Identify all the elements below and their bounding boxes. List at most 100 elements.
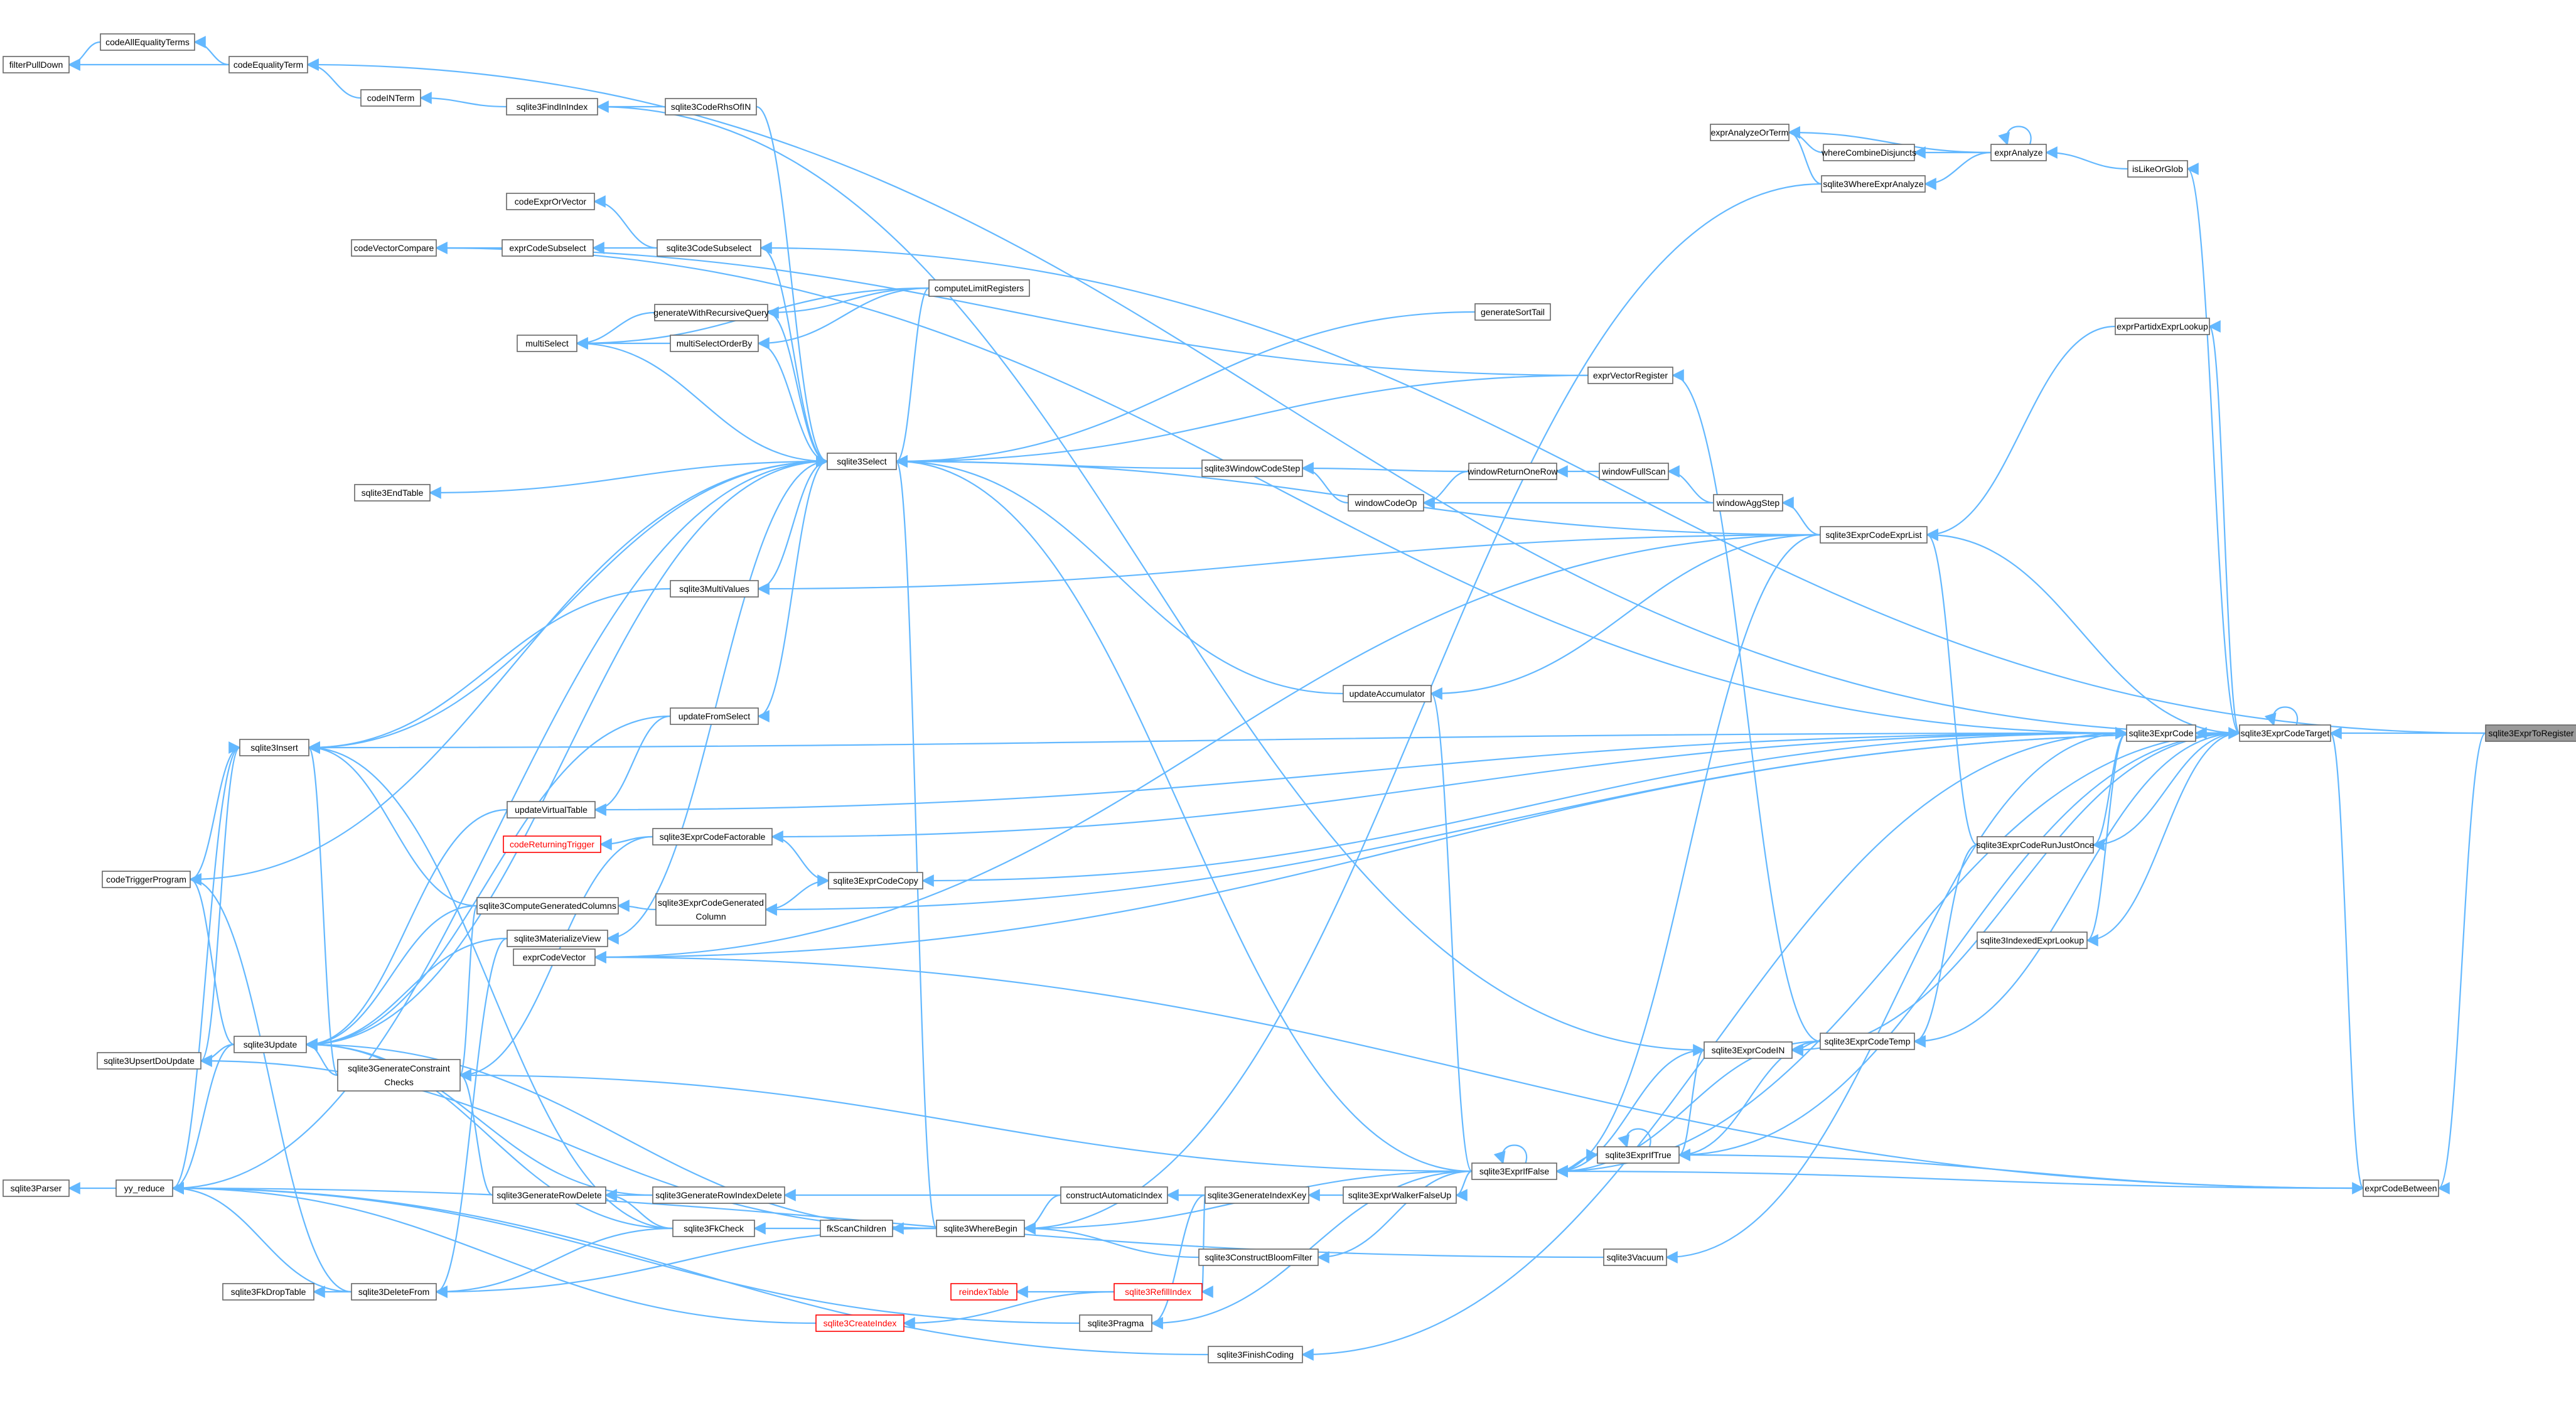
node-code-equality-term[interactable]: codeEqualityTerm (228, 56, 308, 73)
node-window-agg-step[interactable]: windowAggStep (1713, 494, 1783, 512)
node-sqlite3-create-index[interactable]: sqlite3CreateIndex (815, 1314, 904, 1332)
node-sqlite3-materialize-view[interactable]: sqlite3MaterializeView (507, 930, 608, 947)
node-sqlite3-expr-code-copy[interactable]: sqlite3ExprCodeCopy (828, 872, 923, 889)
node-construct-automatic-index[interactable]: constructAutomaticIndex (1060, 1186, 1168, 1204)
node-is-like-or-glob[interactable]: isLikeOrGlob (2127, 160, 2188, 178)
node-label: sqlite3DeleteFrom (358, 1287, 430, 1297)
edge-expr-code-between-to-sqlite3-expr-to-register (2437, 732, 2486, 1194)
edge-sqlite3-pragma-to-sqlite3-generate-index-key (1151, 1194, 1206, 1329)
node-multi-select-order-by[interactable]: multiSelectOrderBy (670, 335, 759, 352)
node-label: windowCodeOp (1355, 498, 1417, 508)
node-expr-code-vector[interactable]: exprCodeVector (513, 948, 596, 966)
node-code-interm[interactable]: codeINTerm (360, 89, 421, 107)
node-sqlite3-expr-code-factorable[interactable]: sqlite3ExprCodeFactorable (652, 828, 773, 846)
node-sqlite3-finish-coding[interactable]: sqlite3FinishCoding (1208, 1346, 1303, 1363)
node-update-virtual-table[interactable]: updateVirtualTable (507, 801, 596, 819)
edge-yy-reduce-to-sqlite3-update (171, 1043, 235, 1194)
node-label: exprCodeBetween (2364, 1183, 2437, 1193)
node-code-returning-trigger[interactable]: codeReturningTrigger (503, 835, 601, 853)
node-label: sqlite3WhereBegin (943, 1223, 1017, 1233)
node-box (1599, 463, 1669, 480)
node-label: computeLimitRegisters (935, 283, 1024, 293)
node-sqlite3-expr-walker-false-up[interactable]: sqlite3ExprWalkerFalseUp (1343, 1186, 1457, 1204)
node-sqlite3-where-begin[interactable]: sqlite3WhereBegin (936, 1220, 1025, 1237)
node-sqlite3-code-subselect[interactable]: sqlite3CodeSubselect (657, 239, 761, 257)
node-sqlite3-expr-if-true[interactable]: sqlite3ExprIfTrue (1597, 1146, 1680, 1164)
edge-sqlite3-expr-code-copy-to-sqlite3-expr-code (921, 732, 2127, 887)
node-sqlite3-fk-check[interactable]: sqlite3FkCheck (672, 1220, 755, 1237)
node-sqlite3-select[interactable]: sqlite3Select (827, 453, 897, 470)
edge-sqlite3-expr-if-false-to-sqlite3-expr-code-temp (1555, 1040, 1821, 1178)
node-label: sqlite3ExprIfFalse (1479, 1166, 1549, 1176)
node-expr-code-subselect[interactable]: exprCodeSubselect (502, 239, 594, 257)
node-window-full-scan[interactable]: windowFullScan (1599, 463, 1669, 480)
node-sqlite3-delete-from[interactable]: sqlite3DeleteFrom (351, 1283, 437, 1301)
node-code-vector-compare[interactable]: codeVectorCompare (351, 239, 437, 257)
node-sqlite3-upsert-do-update[interactable]: sqlite3UpsertDoUpdate (97, 1052, 201, 1070)
node-sqlite3-expr-code-target[interactable]: sqlite3ExprCodeTarget (2239, 724, 2331, 742)
node-sqlite3-find-in-index[interactable]: sqlite3FindInIndex (506, 98, 598, 115)
node-sqlite3-expr-if-false[interactable]: sqlite3ExprIfFalse (1471, 1162, 1557, 1180)
node-sqlite3-expr-code-in[interactable]: sqlite3ExprCodeIN (1704, 1041, 1793, 1059)
node-box (360, 89, 421, 107)
node-window-return-one-row[interactable]: windowReturnOneRow (1467, 463, 1558, 480)
node-code-trigger-program[interactable]: codeTriggerProgram (102, 871, 191, 888)
edge-sqlite3-expr-if-true-to-sqlite3-expr-code-target (1678, 732, 2240, 1161)
node-sqlite3-expr-code-run-just-once[interactable]: sqlite3ExprCodeRunJustOnce (1977, 836, 2095, 854)
edge-update-accumulator-to-sqlite3-expr-if-false (1430, 687, 1473, 1173)
node-expr-vector-register[interactable]: exprVectorRegister (1587, 367, 1673, 384)
node-box (1990, 144, 2047, 161)
node-sqlite3-construct-bloom-filter[interactable]: sqlite3ConstructBloomFilter (1198, 1248, 1319, 1266)
node-generate-sort-tail[interactable]: generateSortTail (1474, 303, 1551, 321)
edge-sqlite3-update-to-sqlite3-fk-check (305, 1038, 674, 1230)
node-sqlite3-generate-index-key[interactable]: sqlite3GenerateIndexKey (1205, 1186, 1309, 1204)
node-where-combine-disjuncts[interactable]: whereCombineDisjuncts (1821, 144, 1916, 161)
node-yy-reduce[interactable]: yy_reduce (115, 1179, 173, 1197)
node-box (1348, 494, 1424, 512)
node-update-accumulator[interactable]: updateAccumulator (1343, 685, 1432, 702)
node-sqlite3-expr-to-register[interactable]: sqlite3ExprToRegister (2485, 724, 2576, 742)
node-sqlite3-generate-row-delete[interactable]: sqlite3GenerateRowDelete (492, 1186, 606, 1204)
node-code-expr-or-vector[interactable]: codeExprOrVector (506, 193, 595, 210)
node-sqlite3-code-rhs-of-in[interactable]: sqlite3CodeRhsOfIN (665, 98, 757, 115)
edge-expr-analyze-or-term-to-expr-analyze (1788, 126, 1992, 154)
node-compute-limit-registers[interactable]: computeLimitRegisters (928, 279, 1030, 297)
node-box (228, 56, 308, 73)
node-sqlite3-vacuum[interactable]: sqlite3Vacuum (1603, 1248, 1667, 1266)
node-sqlite3-multi-values[interactable]: sqlite3MultiValues (670, 580, 759, 598)
edge-expr-code-vector-to-sqlite3-expr-code-target (594, 732, 2240, 964)
node-label: sqlite3CodeSubselect (667, 243, 752, 253)
node-sqlite3-update[interactable]: sqlite3Update (233, 1036, 307, 1053)
node-sqlite3-expr-code-expr-list[interactable]: sqlite3ExprCodeExprList (1820, 526, 1928, 544)
node-sqlite3-expr-code[interactable]: sqlite3ExprCode (2126, 724, 2196, 742)
node-sqlite3-pragma[interactable]: sqlite3Pragma (1079, 1314, 1152, 1332)
node-sqlite3-fk-drop-table[interactable]: sqlite3FkDropTable (222, 1283, 314, 1301)
node-sqlite3-end-table[interactable]: sqlite3EndTable (354, 484, 431, 502)
node-sqlite3-where-expr-analyze[interactable]: sqlite3WhereExprAnalyze (1821, 175, 1926, 193)
node-label: sqlite3Vacuum (1607, 1252, 1664, 1262)
node-reindex-table[interactable]: reindexTable (950, 1283, 1017, 1301)
node-multi-select[interactable]: multiSelect (517, 335, 577, 352)
node-window-code-op[interactable]: windowCodeOp (1348, 494, 1424, 512)
node-sqlite3-expr-code-temp[interactable]: sqlite3ExprCodeTemp (1820, 1033, 1915, 1050)
node-filter-pull-down[interactable]: filterPullDown (3, 56, 70, 73)
node-update-from-select[interactable]: updateFromSelect (670, 707, 759, 725)
node-code-all-equality-terms[interactable]: codeAllEqualityTerms (100, 33, 195, 51)
node-sqlite3-generate-row-index-delete[interactable]: sqlite3GenerateRowIndexDelete (652, 1186, 785, 1204)
node-box (1343, 1186, 1457, 1204)
node-sqlite3-refill-index[interactable]: sqlite3RefillIndex (1114, 1283, 1203, 1301)
node-box (1603, 1248, 1667, 1266)
node-sqlite3-window-code-step[interactable]: sqlite3WindowCodeStep (1201, 459, 1303, 477)
node-sqlite3-compute-generated-columns[interactable]: sqlite3ComputeGeneratedColumns (476, 897, 619, 915)
node-expr-code-between[interactable]: exprCodeBetween (2363, 1179, 2439, 1197)
node-sqlite3-insert[interactable]: sqlite3Insert (239, 739, 309, 756)
node-expr-analyze[interactable]: exprAnalyze (1990, 144, 2047, 161)
node-generate-with-recursive-query[interactable]: generateWithRecursiveQuery (653, 304, 769, 321)
node-sqlite3-indexed-expr-lookup[interactable]: sqlite3IndexedExprLookup (1977, 931, 2088, 949)
node-expr-partidx-expr-lookup[interactable]: exprPartidxExprLookup (2115, 318, 2210, 335)
node-sqlite3-parser[interactable]: sqlite3Parser (3, 1179, 70, 1197)
node-expr-analyze-or-term[interactable]: exprAnalyzeOrTerm (1710, 124, 1790, 141)
node-fk-scan-children[interactable]: fkScanChildren (820, 1220, 893, 1237)
